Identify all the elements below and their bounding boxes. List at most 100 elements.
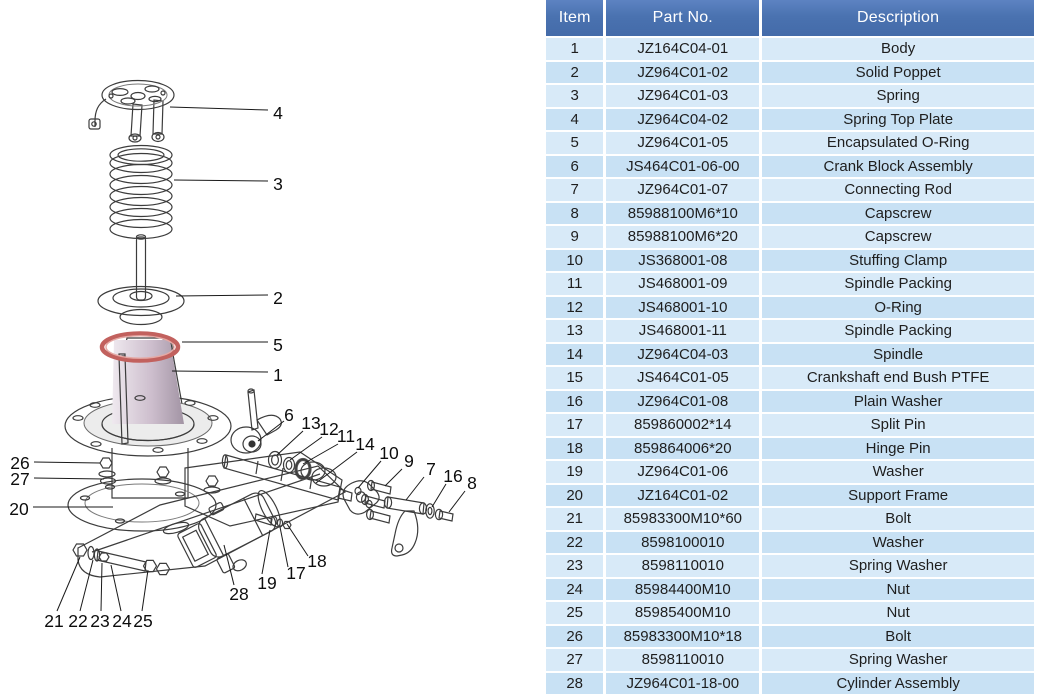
part-no-cell: 8598100010 (606, 531, 760, 553)
item-cell: 6 (546, 155, 604, 177)
callout-number: 8 (467, 473, 477, 493)
callout-number: 21 (44, 611, 63, 631)
leader-line (223, 544, 235, 586)
item-cell: 26 (546, 625, 604, 647)
part-no-cell: JS468001-09 (606, 273, 760, 295)
leader-line (357, 460, 382, 489)
leader-line (257, 420, 285, 442)
callout-number: 2 (273, 288, 283, 308)
bolt-set-part (72, 543, 171, 576)
capscrew-part (434, 508, 454, 522)
item-cell: 4 (546, 108, 604, 130)
part-no-cell: JS368001-08 (606, 249, 760, 271)
part-no-cell: JZ964C01-07 (606, 179, 760, 201)
description-cell: Washer (762, 531, 1034, 553)
leader-line (173, 179, 269, 182)
item-cell: 19 (546, 461, 604, 483)
description-cell: Nut (762, 578, 1034, 600)
exploded-view-drawing: 4325161312111410971681817192826272021222… (9, 79, 477, 631)
description-cell: Hinge Pin (762, 437, 1034, 459)
item-cell: 1 (546, 38, 604, 60)
callout-number: 24 (112, 611, 132, 631)
valve-body-part (64, 337, 343, 532)
callout-number: 10 (379, 443, 399, 463)
leader-line (315, 451, 358, 484)
description-cell: Spring (762, 85, 1034, 107)
callout-number: 3 (273, 174, 283, 194)
item-cell: 10 (546, 249, 604, 271)
leader-line (405, 476, 425, 501)
description-cell: Bolt (762, 625, 1034, 647)
description-cell: Spindle Packing (762, 273, 1034, 295)
connecting-rod-part (383, 496, 428, 557)
col-header-item: Item (546, 0, 604, 36)
item-cell: 21 (546, 508, 604, 530)
description-cell: O-Ring (762, 296, 1034, 318)
col-header-description: Description (762, 0, 1034, 36)
capscrews-part (361, 479, 392, 524)
part-no-cell: 85984400M10 (606, 578, 760, 600)
cylinder-assembly-part (177, 490, 292, 574)
leader-line (279, 526, 289, 568)
leader-line (79, 559, 94, 612)
leader-line (171, 370, 269, 373)
item-cell: 23 (546, 555, 604, 577)
solid-poppet-part (97, 234, 185, 326)
callout-number: 7 (426, 459, 436, 479)
leader-line (384, 468, 403, 487)
leader-line (110, 564, 122, 612)
callout-number: 20 (9, 499, 29, 519)
item-cell: 7 (546, 179, 604, 201)
spring-top-plate-part (88, 79, 175, 143)
part-no-cell: 8598110010 (606, 649, 760, 671)
spring-part (109, 144, 173, 240)
description-cell: Nut (762, 602, 1034, 624)
part-no-cell: JS464C01-05 (606, 367, 760, 389)
leader-line (33, 477, 105, 480)
part-no-cell: JS468001-11 (606, 320, 760, 342)
description-cell: Plain Washer (762, 390, 1034, 412)
item-cell: 24 (546, 578, 604, 600)
item-cell: 20 (546, 484, 604, 506)
callout-number: 22 (68, 611, 87, 631)
part-no-cell: JZ964C01-05 (606, 132, 760, 154)
item-cell: 8 (546, 202, 604, 224)
description-cell: Split Pin (762, 414, 1034, 436)
callout-number: 25 (133, 611, 152, 631)
description-cell: Body (762, 38, 1034, 60)
part-no-cell: JZ964C01-06 (606, 461, 760, 483)
description-cell: Spring Top Plate (762, 108, 1034, 130)
item-cell: 13 (546, 320, 604, 342)
description-cell: Encapsulated O-Ring (762, 132, 1034, 154)
callout-number: 5 (273, 335, 283, 355)
o-ring-part (99, 331, 181, 363)
part-no-cell: 859864006*20 (606, 437, 760, 459)
item-cell: 3 (546, 85, 604, 107)
description-cell: Crankshaft end Bush PTFE (762, 367, 1034, 389)
description-cell: Cylinder Assembly (762, 672, 1034, 694)
table-header-row: Item Part No. Description (546, 0, 1034, 36)
spindle-part (221, 454, 353, 502)
leader-line (100, 562, 103, 612)
callout-number: 18 (307, 551, 326, 571)
item-cell: 11 (546, 273, 604, 295)
part-no-cell: 8598110010 (606, 555, 760, 577)
callout-number: 1 (273, 365, 283, 385)
callout-number: 16 (443, 466, 462, 486)
item-cell: 14 (546, 343, 604, 365)
part-no-cell: 85983300M10*60 (606, 508, 760, 530)
